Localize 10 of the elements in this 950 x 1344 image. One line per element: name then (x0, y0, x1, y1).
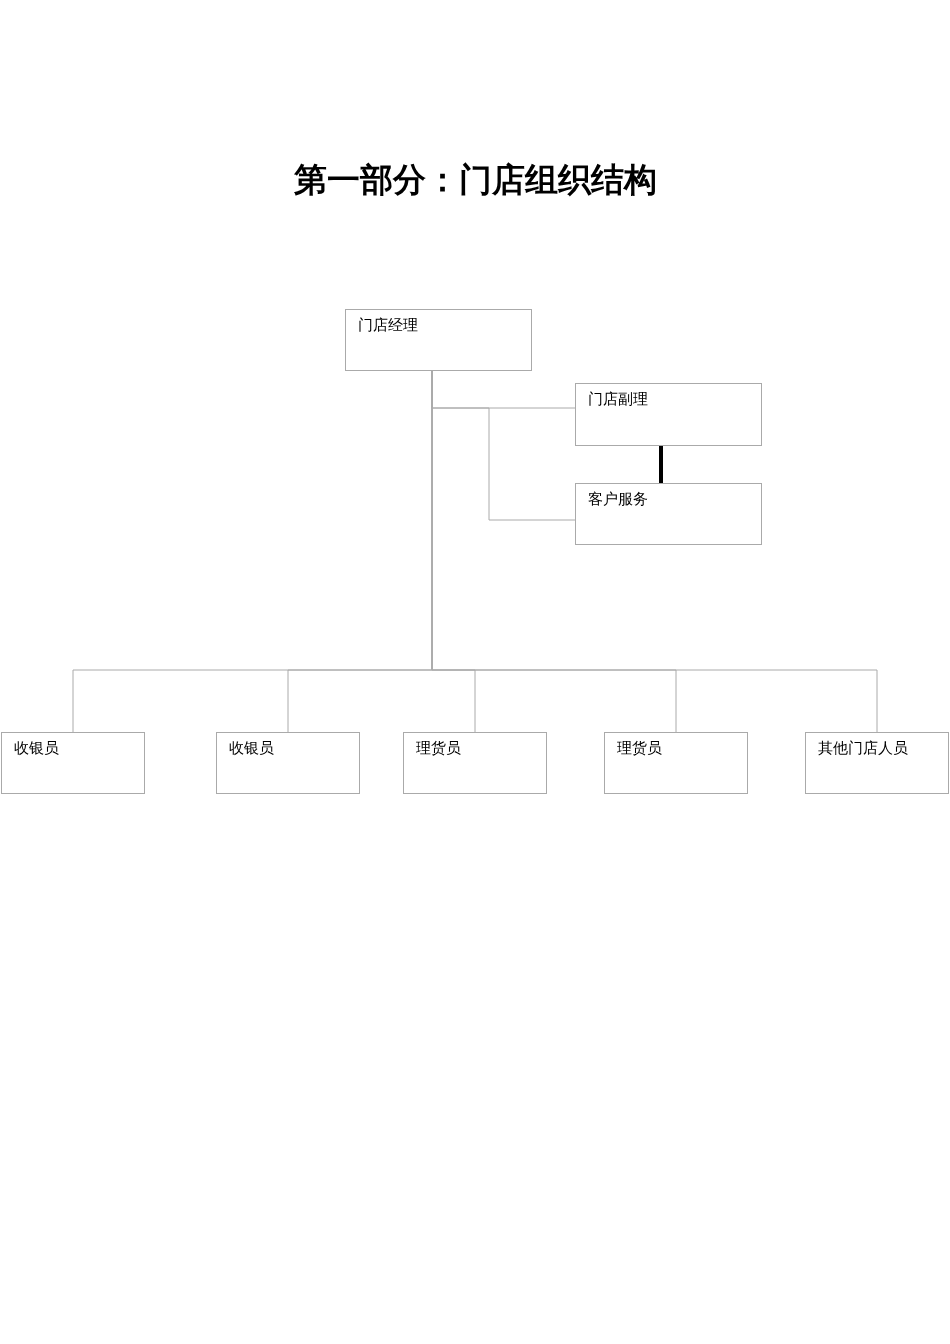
org-box: 门店副理 (575, 383, 762, 446)
connector-line (659, 446, 663, 483)
org-box: 收银员 (1, 732, 145, 794)
org-box: 收银员 (216, 732, 360, 794)
org-box: 客户服务 (575, 483, 762, 545)
title: 第一部分：门店组织结构 (293, 159, 657, 201)
org-box: 门店经理 (345, 309, 532, 371)
org-box: 理货员 (604, 732, 748, 794)
org-box: 理货员 (403, 732, 547, 794)
org-box: 其他门店人员 (805, 732, 949, 794)
